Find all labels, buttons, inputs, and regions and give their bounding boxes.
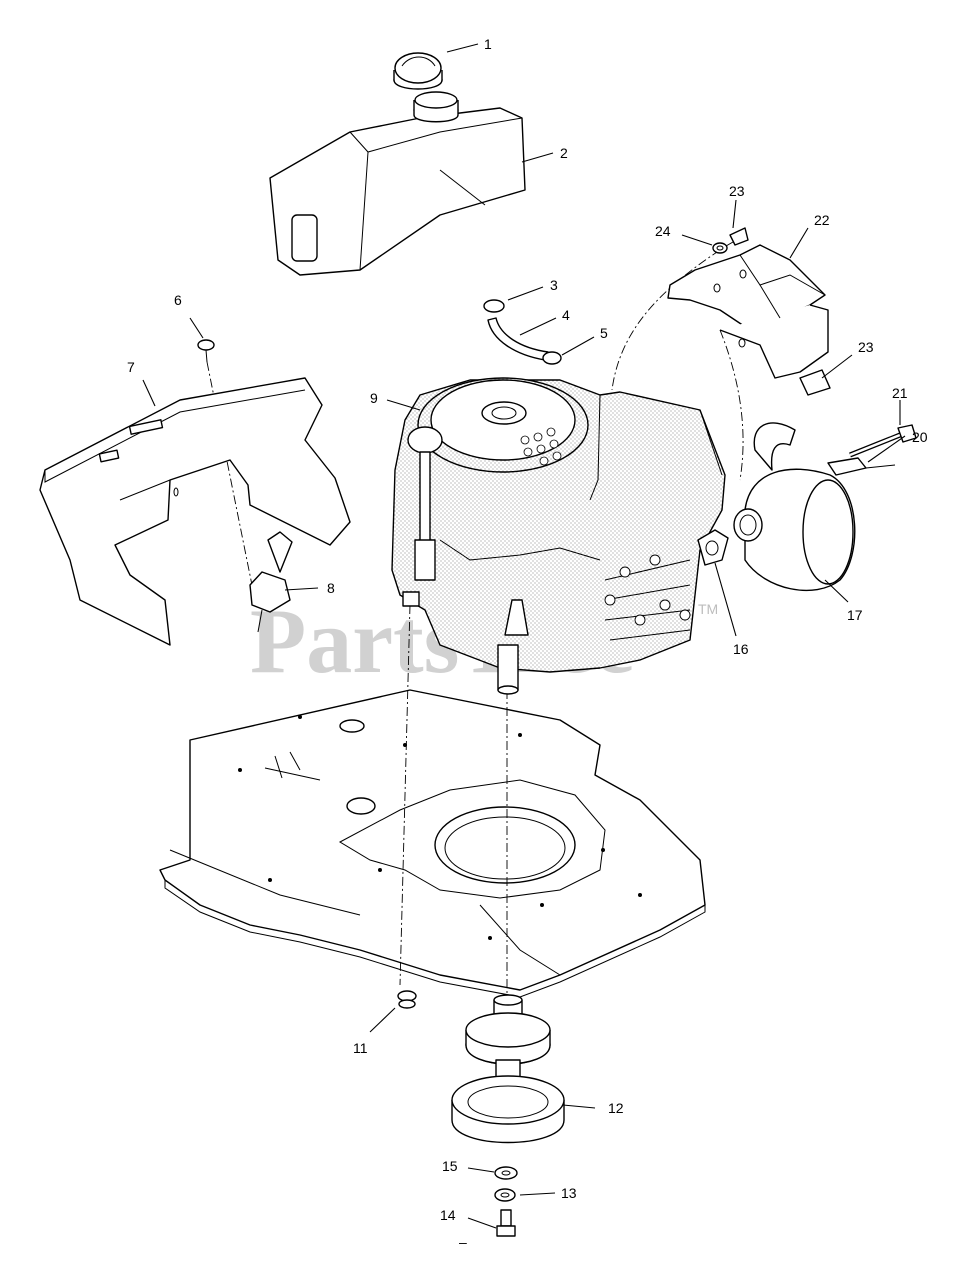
washer-part-24 (712, 242, 728, 254)
screw-part-6 (197, 339, 215, 363)
callout-4: 4 (562, 307, 570, 323)
callout-3: 3 (550, 277, 558, 293)
dash-panel-part-7 (39, 377, 351, 646)
throttle-control-part-8 (249, 531, 293, 633)
fuel-line-parts-3-4-5 (483, 299, 562, 365)
callout-20: 20 (912, 429, 928, 445)
bolt-part-23-bottom (799, 369, 831, 396)
bolt-part-21 (849, 424, 917, 458)
callout-5: 5 (600, 325, 608, 341)
footer-mark: – (459, 1234, 467, 1250)
callout-15: 15 (442, 1158, 458, 1174)
callout-7: 7 (127, 359, 135, 375)
fuel-tank-part-2 (269, 91, 526, 276)
bolt-part-11 (397, 990, 417, 1009)
exhaust-gasket-part-16 (697, 529, 729, 566)
callout-labels: 1 2 3 4 5 6 7 8 9 11 12 13 14 15 16 17 2… (127, 36, 928, 1250)
bolt-part-14 (496, 1209, 516, 1237)
callout-1: 1 (484, 36, 492, 52)
callout-22: 22 (814, 212, 830, 228)
callout-9: 9 (370, 390, 378, 406)
callout-14: 14 (440, 1207, 456, 1223)
heat-shield-bracket-part-22 (667, 244, 829, 379)
callout-13: 13 (561, 1185, 577, 1201)
callout-16: 16 (733, 641, 749, 657)
callout-24: 24 (655, 223, 671, 239)
engine-part-9 (391, 377, 726, 695)
callout-2: 2 (560, 145, 568, 161)
callout-17: 17 (847, 607, 863, 623)
pulley-assembly-part-12 (451, 994, 565, 1144)
callout-8: 8 (327, 580, 335, 596)
washer-part-15 (494, 1166, 518, 1180)
callout-23-bottom: 23 (858, 339, 874, 355)
fuel-cap-part-1 (393, 52, 443, 90)
callout-21: 21 (892, 385, 908, 401)
callout-23-top: 23 (729, 183, 745, 199)
callout-11: 11 (353, 1040, 368, 1056)
callout-6: 6 (174, 292, 182, 308)
bolt-part-23-top (725, 227, 749, 247)
muffler-part-17 (733, 422, 856, 592)
callout-12: 12 (608, 1100, 624, 1116)
frame-plate (159, 689, 706, 998)
watermark-trademark: TM (698, 601, 718, 617)
washer-part-13 (494, 1188, 516, 1202)
callout-leaders (142, 43, 906, 1229)
clip-part-20 (827, 457, 896, 476)
